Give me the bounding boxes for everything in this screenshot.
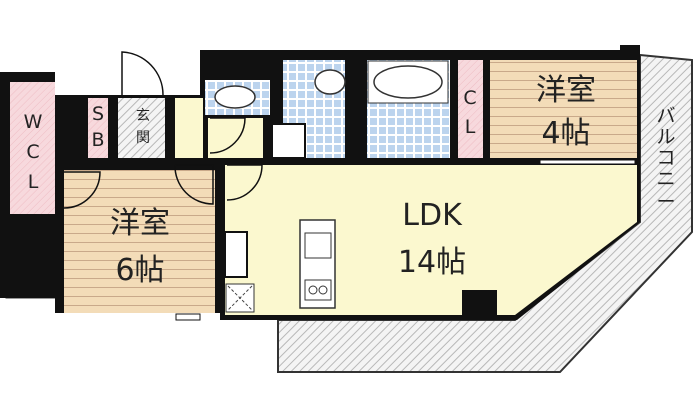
genkan-label: 玄 関 <box>136 107 150 146</box>
svg-text:バ: バ <box>656 105 675 127</box>
svg-text:玄: 玄 <box>136 107 150 124</box>
sliding-door <box>539 159 636 165</box>
hallway <box>175 98 203 158</box>
room6-name: 洋室 <box>110 206 170 241</box>
washer-space <box>271 123 306 159</box>
stove <box>304 279 332 301</box>
fridge-space <box>224 231 248 278</box>
svg-text:L: L <box>28 171 39 193</box>
svg-text:ニ: ニ <box>656 168 675 190</box>
closet <box>458 60 483 158</box>
burner-icon <box>308 285 318 295</box>
room6-size: 6帖 <box>115 253 164 288</box>
sb-label: S B <box>91 103 104 151</box>
room6-door <box>63 171 101 209</box>
svg-text:関: 関 <box>136 130 150 146</box>
bathtub-basin <box>373 65 443 99</box>
walk-in-closet <box>10 82 55 214</box>
shoe-box <box>88 98 108 158</box>
entrance <box>118 98 165 158</box>
burner-icon <box>318 285 328 295</box>
svg-text:ー: ー <box>656 191 675 213</box>
pillar <box>462 290 497 318</box>
svg-text:ル: ル <box>656 126 675 148</box>
western-room-6 <box>64 170 215 313</box>
hall-door <box>226 164 263 201</box>
western-room-4 <box>490 60 637 158</box>
svg-text:L: L <box>465 116 476 138</box>
svg-text:C: C <box>463 87 476 109</box>
room4-name: 洋室 <box>536 73 596 108</box>
room4-size: 4帖 <box>541 116 590 151</box>
sink <box>304 232 332 259</box>
cross-mark <box>227 285 253 311</box>
ldk-size: 14帖 <box>398 245 466 280</box>
balcony-label: バ ル コ ニ ー <box>656 105 675 213</box>
ldk-name: LDK <box>402 198 463 233</box>
toilet-door <box>209 117 246 154</box>
ldk-door <box>174 164 214 205</box>
toilet-bowl <box>214 85 256 109</box>
wash-basin <box>314 69 346 95</box>
hallway-inner <box>208 118 263 158</box>
svg-text:B: B <box>91 129 104 151</box>
svg-text:コ: コ <box>656 147 675 169</box>
svg-text:S: S <box>92 103 104 125</box>
svg-text:W: W <box>24 111 43 133</box>
window <box>175 313 201 321</box>
svg-text:C: C <box>26 141 39 163</box>
cl-label: C L <box>463 87 476 138</box>
entrance-door <box>121 51 164 96</box>
wcl-label: W C L <box>24 111 43 193</box>
